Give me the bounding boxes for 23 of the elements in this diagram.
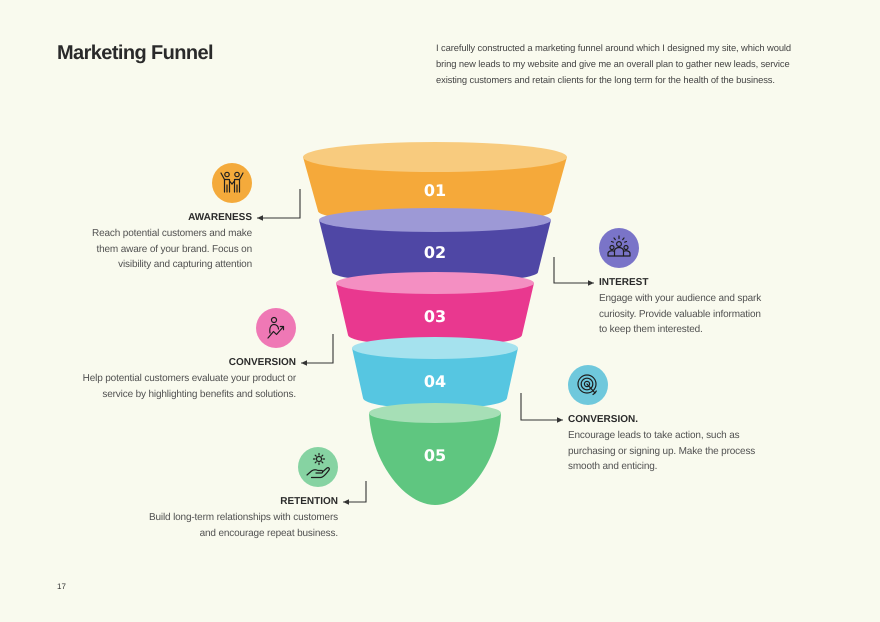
stage-heading: RETENTION <box>279 495 338 509</box>
stage-heading: INTEREST <box>599 276 650 290</box>
stage-heading: AWARENESS <box>187 211 252 225</box>
stage-description: Reach potential customers and make them aware of your brand. Focus on visibility and capturing attention <box>91 227 252 272</box>
page-number: 17 <box>57 582 67 591</box>
stage-description: Encourage leads to take action, such as purchasing or signing up. Make the process smooth and enticing. <box>568 429 756 474</box>
stage-description: Build long-term relationships with customers and encourage repeat business. <box>148 511 338 540</box>
connector-arrow <box>257 189 301 221</box>
connector-arrow <box>301 334 334 366</box>
description-text: I carefully constructed a marketing funnel around which I designed my site, which would bring new leads to my website and give me an overall plan to gather new leads, service existing customers and retain clients for the long term for the health of the business. <box>436 41 792 87</box>
stage-number: 04 <box>422 372 448 392</box>
stage-number: 01 <box>422 181 448 201</box>
connector-arrow <box>553 257 594 286</box>
stage-heading: CONVERSION <box>228 356 296 370</box>
connector-arrow <box>520 393 563 423</box>
stage-number: 03 <box>422 307 448 327</box>
connector-arrow <box>343 481 367 505</box>
title: Marketing Funnel <box>57 41 213 66</box>
stage-description: Engage with your audience and spark curiosity. Provide valuable information to keep them interested. <box>599 292 762 337</box>
stage-number: 05 <box>422 446 448 466</box>
stage-number: 02 <box>422 243 448 263</box>
stage-heading: CONVERSION. <box>568 413 640 427</box>
stage-description: Help potential customers evaluate your product or service by highlighting benefits and solutions. <box>82 372 296 402</box>
